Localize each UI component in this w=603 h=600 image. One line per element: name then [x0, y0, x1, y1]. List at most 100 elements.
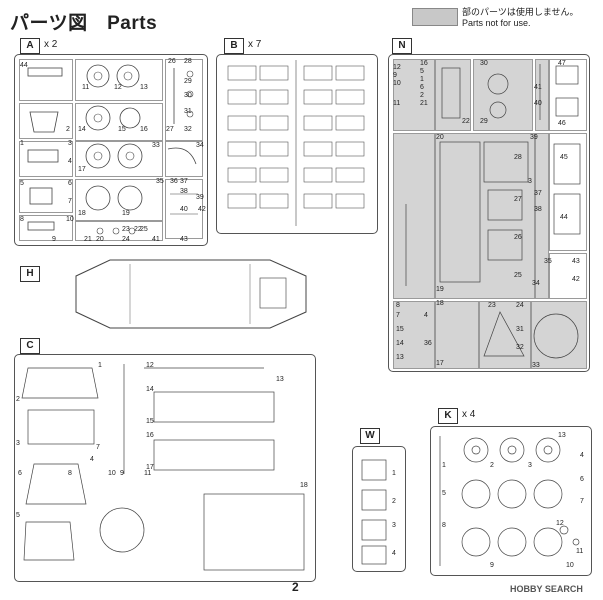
legend-line-ja: 部のパーツは使用しません。 — [462, 7, 579, 17]
sprue-n-tag: N — [392, 38, 412, 54]
sprue-b-qty: x 7 — [248, 39, 262, 50]
sprue-c-tag: C — [20, 338, 40, 354]
sprue-b-tag: B — [224, 38, 244, 54]
part-number: 42 — [198, 206, 206, 213]
sprue-b-frame — [216, 54, 378, 234]
sprue-n-cell — [535, 59, 549, 131]
part-number: 14 — [396, 340, 404, 347]
part-number: 1 — [20, 140, 24, 147]
sprue-n-cell — [549, 133, 587, 251]
part-number: 6 — [18, 470, 22, 477]
part-number: 4 — [424, 312, 428, 319]
part-number: 2 — [420, 92, 424, 99]
sprue-k-qty: x 4 — [462, 409, 476, 420]
part-number: 10 — [108, 470, 116, 477]
part-number: 21 — [84, 236, 92, 243]
part-number: 12 — [114, 84, 122, 91]
part-number: 30 — [184, 92, 192, 99]
part-number: 3 — [16, 440, 20, 447]
part-number: 5 — [20, 180, 24, 187]
part-number: 8 — [68, 470, 72, 477]
part-number: 14 — [78, 126, 86, 133]
part-number: 6 — [420, 84, 424, 91]
sprue-n-cell — [479, 301, 531, 369]
part-number: 15 — [396, 326, 404, 333]
part-number: 17 — [436, 360, 444, 367]
part-number: 6 — [68, 180, 72, 187]
sprue-w-tag: W — [360, 428, 380, 444]
part-number: 14 — [146, 386, 154, 393]
part-number: 40 — [534, 100, 542, 107]
part-number: 25 — [514, 272, 522, 279]
sprue-a-cell — [165, 59, 203, 141]
part-number: 43 — [572, 258, 580, 265]
part-number: 13 — [276, 376, 284, 383]
part-number: 5 — [442, 490, 446, 497]
part-number: 8 — [396, 302, 400, 309]
part-number: 11 — [393, 100, 401, 107]
part-number: 28 — [184, 58, 192, 65]
part-number: 22 — [134, 226, 142, 233]
part-number: 24 — [122, 236, 130, 243]
part-number: 5 — [16, 512, 20, 519]
sprue-a-cell — [165, 179, 203, 239]
part-number: 3 — [528, 178, 532, 185]
part-number: 29 — [184, 78, 192, 85]
part-number: 3 — [528, 462, 532, 469]
part-number: 44 — [20, 62, 28, 69]
sprue-w-frame — [352, 446, 406, 572]
page-title: パーツ図 Parts — [10, 13, 158, 34]
part-number: 39 — [530, 134, 538, 141]
part-number: 17 — [78, 166, 86, 173]
part-number: 34 — [532, 280, 540, 287]
part-number: 15 — [146, 418, 154, 425]
part-number: 2 — [66, 126, 70, 133]
part-number: 4 — [68, 158, 72, 165]
part-number: 38 — [180, 188, 188, 195]
part-number: 10 — [66, 216, 74, 223]
sprue-n-cell — [435, 301, 479, 369]
part-number: 16 — [420, 60, 428, 67]
sprue-a-cell — [75, 221, 163, 241]
part-number: 40 — [180, 206, 188, 213]
sprue-b-parts-drawing — [227, 60, 365, 226]
legend-note: 部のパーツは使用しません。 Parts not for use. — [462, 7, 579, 29]
sprue-n-cell — [393, 59, 435, 131]
part-number: 6 — [580, 476, 584, 483]
part-number: 19 — [436, 286, 444, 293]
part-number: 7 — [68, 198, 72, 205]
part-number: 2 — [16, 396, 20, 403]
part-number: 13 — [140, 84, 148, 91]
part-number: 24 — [516, 302, 524, 309]
sprue-k-frame — [430, 426, 592, 576]
part-number: 41 — [534, 84, 542, 91]
page-number: 2 — [292, 580, 299, 594]
part-number: 39 — [196, 194, 204, 201]
sprue-a-cell — [75, 103, 163, 141]
part-number: 18 — [300, 482, 308, 489]
part-number: 4 — [392, 550, 396, 557]
part-number: 7 — [396, 312, 400, 319]
sprue-k-parts-drawing — [439, 436, 580, 566]
part-number: 11 — [82, 84, 90, 91]
part-number: 31 — [516, 326, 524, 333]
part-number: 8 — [442, 522, 446, 529]
sprue-w-parts-drawing — [361, 459, 387, 565]
sprue-c-parts-drawing — [21, 364, 305, 571]
part-number: 16 — [146, 432, 154, 439]
part-number: 9 — [490, 562, 494, 569]
sprue-n-cell — [549, 253, 587, 299]
sprue-n-cell — [473, 59, 533, 131]
sprue-a-cell — [19, 141, 73, 177]
sprue-n-cell — [435, 59, 471, 131]
sprue-n-cell — [393, 133, 435, 299]
part-number: 28 — [514, 154, 522, 161]
part-number: 12 — [393, 64, 401, 71]
part-number: 38 — [534, 206, 542, 213]
part-number: 10 — [566, 562, 574, 569]
part-number: 23 — [488, 302, 496, 309]
sprue-a-cell — [19, 59, 73, 101]
watermark: HOBBY SEARCH — [510, 584, 583, 594]
part-number: 9 — [393, 72, 397, 79]
sprue-a-tag: A — [20, 38, 40, 54]
